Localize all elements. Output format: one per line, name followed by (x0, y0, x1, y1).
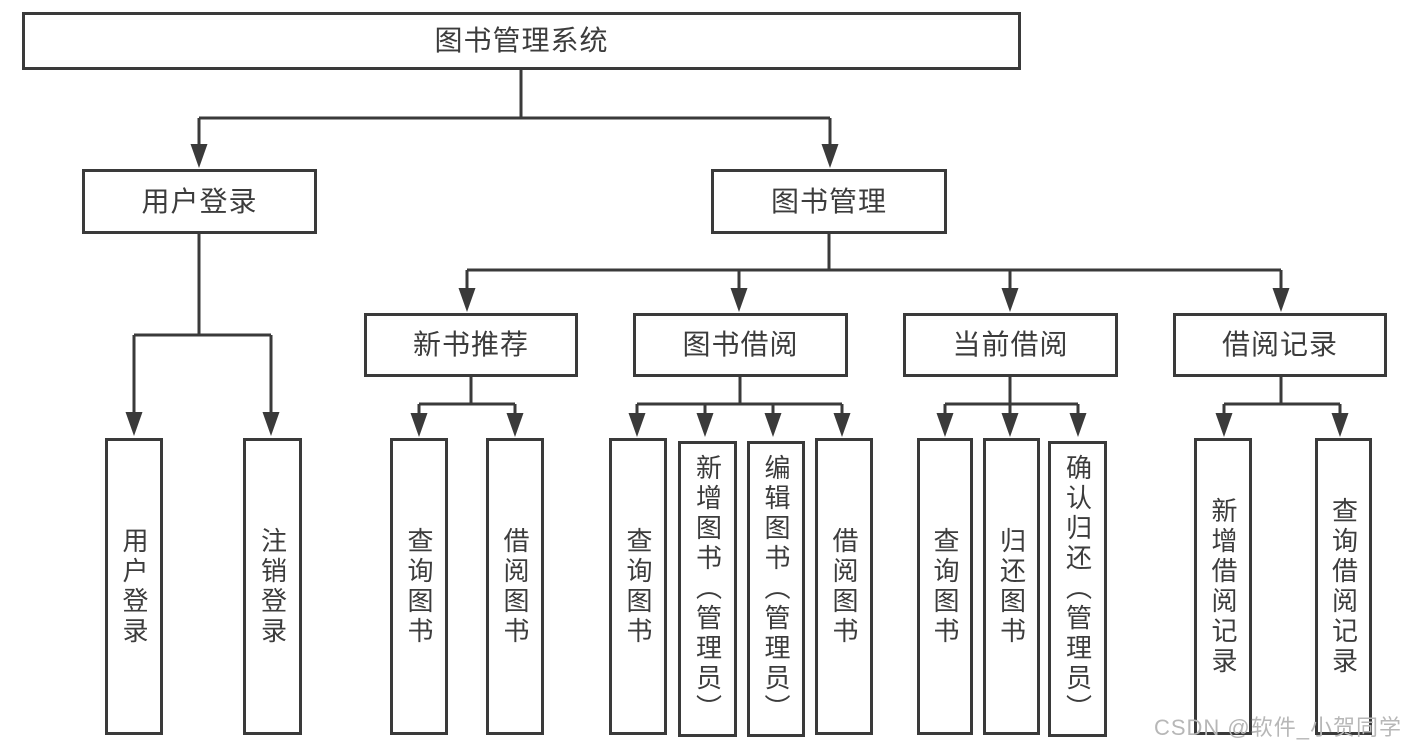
node-user-login-label: 用户登录 (141, 185, 258, 217)
node-current-borrowing: 当前借阅 (903, 313, 1118, 377)
leaf-borrow-books-recommendation-label: 借阅图书 (500, 526, 530, 647)
leaf-return-books-label: 归还图书 (996, 526, 1027, 647)
leaf-logout-label: 注销登录 (257, 526, 288, 647)
node-book-management: 图书管理 (711, 169, 947, 234)
leaf-query-books-borrowing-label: 查询图书 (623, 526, 653, 647)
node-book-management-label: 图书管理 (770, 185, 887, 217)
leaf-confirm-return-admin: 确认归还（管理员） (1048, 441, 1107, 737)
connector-book-mgmt-children (458, 234, 1290, 312)
leaf-add-borrow-record-label: 新增借阅记录 (1208, 496, 1238, 677)
leaf-edit-book-admin-label: 编辑图书（管理员） (761, 454, 791, 724)
leaf-user-login-label: 用户登录 (119, 526, 149, 647)
leaf-query-books-current: 查询图书 (917, 438, 973, 735)
node-new-book-recommendation-label: 新书推荐 (412, 329, 529, 360)
leaf-edit-book-admin: 编辑图书（管理员） (747, 441, 805, 737)
leaf-add-borrow-record: 新增借阅记录 (1194, 438, 1252, 735)
connector-root-to-level2 (190, 70, 839, 168)
leaf-confirm-return-admin-label: 确认归还（管理员） (1062, 454, 1093, 724)
leaf-user-login: 用户登录 (105, 438, 163, 735)
leaf-query-borrow-record-label: 查询借阅记录 (1328, 496, 1359, 677)
connector-borrow-record-children (1215, 377, 1349, 437)
connector-user-login-children (125, 234, 280, 436)
leaf-query-books-recommendation-label: 查询图书 (404, 526, 434, 647)
leaf-query-books-recommendation: 查询图书 (390, 438, 448, 735)
node-user-login: 用户登录 (82, 169, 317, 234)
connector-book-borrow-children (628, 377, 851, 437)
leaf-borrow-books-recommendation: 借阅图书 (486, 438, 544, 735)
leaf-borrow-books-borrowing-label: 借阅图书 (829, 526, 859, 647)
node-borrowing-records-label: 借阅记录 (1221, 329, 1338, 360)
csdn-watermark: CSDN @软件_小贺同学 (1153, 715, 1402, 740)
leaf-logout: 注销登录 (243, 438, 302, 735)
node-current-borrowing-label: 当前借阅 (952, 329, 1069, 360)
node-book-borrowing-label: 图书借阅 (682, 329, 799, 360)
node-library-system: 图书管理系统 (22, 12, 1021, 70)
connector-current-borrow-children (936, 377, 1087, 437)
leaf-query-borrow-record: 查询借阅记录 (1315, 438, 1372, 735)
leaf-return-books: 归还图书 (983, 438, 1040, 735)
connector-new-book-children (410, 377, 524, 437)
leaf-borrow-books-borrowing: 借阅图书 (815, 438, 873, 735)
leaf-add-book-admin: 新增图书（管理员） (678, 441, 737, 737)
node-borrowing-records: 借阅记录 (1173, 313, 1387, 377)
node-library-system-label: 图书管理系统 (434, 25, 609, 56)
node-new-book-recommendation: 新书推荐 (364, 313, 578, 377)
leaf-add-book-admin-label: 新增图书（管理员） (692, 454, 723, 724)
leaf-query-books-current-label: 查询图书 (930, 526, 960, 647)
node-book-borrowing: 图书借阅 (633, 313, 848, 377)
leaf-query-books-borrowing: 查询图书 (609, 438, 667, 735)
